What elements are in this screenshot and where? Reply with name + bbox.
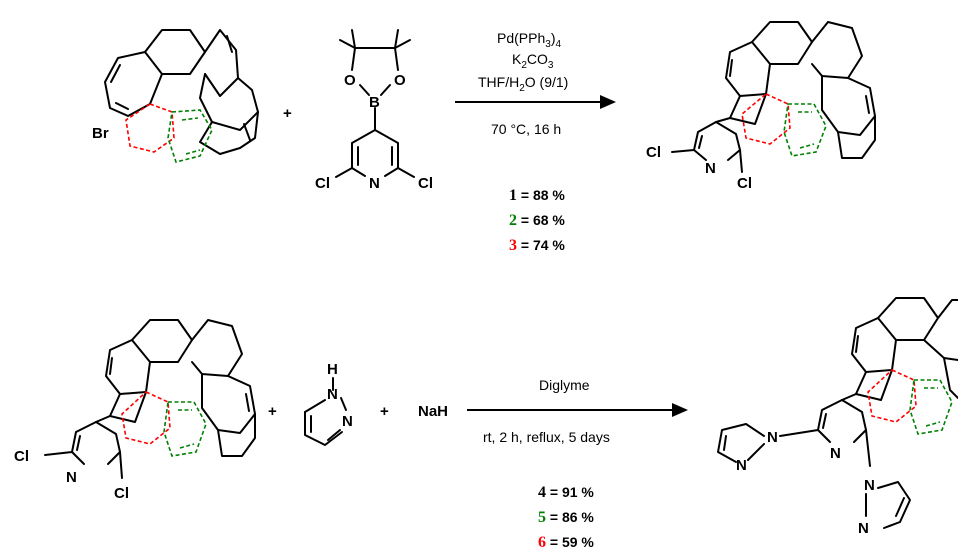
condition-temp-time: 70 °C, 16 h	[491, 121, 561, 137]
pyrazole-n1-label: N	[327, 386, 338, 403]
yield-3: 3 = 74 %	[509, 237, 565, 254]
condition-solvent-2: Diglyme	[539, 377, 590, 393]
reactant2-cl2-label: Cl	[418, 175, 433, 192]
pyrazole-reactant	[304, 377, 347, 446]
boronate-dichloropyridine-reactant	[335, 29, 415, 178]
reaction-arrow-1-head	[600, 95, 616, 109]
yield-1: 1 = 88 %	[509, 187, 565, 204]
product1-cl2-label: Cl	[737, 175, 752, 192]
product2-n-bot1-label: N	[864, 477, 875, 494]
condition-base: K2CO3	[512, 51, 554, 71]
pyrazole-n2-label: N	[342, 413, 353, 430]
yield-4: 4 = 91 %	[538, 484, 594, 501]
reactant3-cl1-label: Cl	[14, 448, 29, 465]
condition-time-2: rt, 2 h, reflux, 5 days	[483, 429, 610, 445]
plus-sign-2: +	[268, 403, 277, 420]
dipyrazolylpyridyl-helicene-product	[717, 297, 958, 529]
reactant2-o1-label: O	[344, 72, 356, 89]
product2-n-pyridine-label: N	[830, 445, 841, 462]
reactant2-o2-label: O	[394, 72, 406, 89]
plus-sign-1: +	[283, 105, 292, 122]
reactant2-b-label: B	[369, 94, 380, 111]
nah-reagent: NaH	[418, 403, 448, 420]
bromohelicene-reactant	[104, 29, 259, 163]
reactant2-cl1-label: Cl	[315, 175, 330, 192]
product2-n-left2-label: N	[736, 457, 747, 474]
reactant2-n-label: N	[369, 175, 380, 192]
pyrazole-h-label: H	[327, 361, 338, 378]
yield-2: 2 = 68 %	[509, 212, 565, 229]
reaction-arrow-2-head	[672, 403, 688, 417]
condition-catalyst: Pd(PPh3)4	[497, 30, 561, 50]
dichloropyridyl-helicene-product	[671, 21, 876, 173]
reactant3-cl2-label: Cl	[114, 485, 129, 502]
dichloropyridyl-helicene-reactant	[44, 319, 256, 479]
plus-sign-3: +	[380, 403, 389, 420]
yield-5: 5 = 86 %	[538, 509, 594, 526]
product2-n-left1-label: N	[767, 429, 778, 446]
product1-cl1-label: Cl	[646, 144, 661, 161]
reactant1-br-label: Br	[92, 125, 109, 142]
reactant3-n-label: N	[66, 469, 77, 486]
yield-6: 6 = 59 %	[538, 534, 594, 551]
product1-n-label: N	[705, 160, 716, 177]
condition-solvent: THF/H2O (9/1)	[478, 74, 568, 94]
product2-n-bot2-label: N	[858, 520, 869, 537]
